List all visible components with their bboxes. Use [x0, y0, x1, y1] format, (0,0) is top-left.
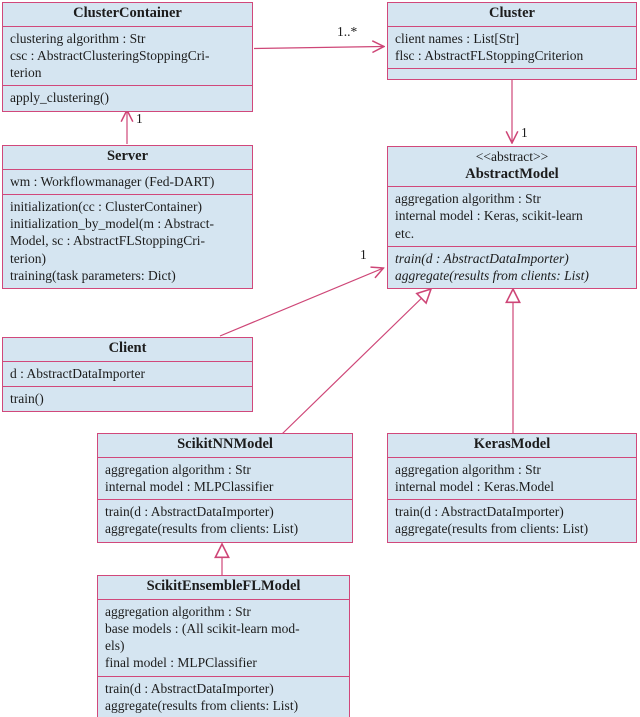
class-stereotype: <<abstract>> — [475, 149, 549, 164]
class-title: ScikitEnsembleFLModel — [146, 578, 301, 594]
multiplicity-cluster-model: 1 — [521, 125, 528, 140]
class-scikit-ensemble-fl-model: ScikitEnsembleFLModel aggregation algori… — [97, 575, 350, 717]
class-scikit-nn-model: ScikitNNModel aggregation algorithm : St… — [97, 433, 353, 543]
class-methods: train() — [3, 385, 252, 411]
class-attributes: aggregation algorithm : Str base models … — [98, 598, 349, 676]
class-attributes: clustering algorithm : Str csc : Abstrac… — [3, 25, 252, 86]
class-methods: train(d : AbstractDataImporter) aggregat… — [98, 499, 352, 542]
class-attributes: aggregation algorithm : Str internal mod… — [388, 456, 636, 500]
class-cluster: Cluster client names : List[Str] flsc : … — [387, 2, 637, 81]
edge-scikitnnmodel-inherits-abstractmodel — [281, 289, 431, 435]
class-title: <<abstract>> AbstractModel — [388, 147, 636, 186]
class-attributes: wm : Workflowmanager (Fed-DART) — [3, 168, 252, 194]
class-attributes: client names : List[Str] flsc : Abstract… — [388, 25, 636, 69]
multiplicity-server-container: 1 — [136, 111, 143, 126]
class-title: Cluster — [489, 5, 535, 21]
class-title: KerasModel — [473, 436, 551, 452]
class-methods: apply_clustering() — [3, 85, 252, 110]
class-title: Client — [108, 340, 147, 356]
class-attributes: aggregation algorithm : Str internal mod… — [388, 186, 636, 246]
class-abstract-model: <<abstract>> AbstractModel aggregation a… — [387, 146, 637, 290]
multiplicity-container-cluster: 1..* — [337, 24, 358, 39]
class-methods: train(d : AbstractDataImporter) aggregat… — [98, 675, 349, 717]
class-title: ClusterContainer — [73, 5, 182, 21]
class-cluster-container: ClusterContainer clustering algorithm : … — [2, 2, 253, 112]
class-name: AbstractModel — [465, 165, 559, 182]
class-keras-model: KerasModel aggregation algorithm : Str i… — [387, 433, 637, 543]
edge-clustercontainer-to-cluster — [253, 47, 384, 49]
class-server: Server wm : Workflowmanager (Fed-DART) i… — [2, 145, 253, 290]
class-methods: initialization(cc : ClusterContainer) in… — [3, 193, 252, 288]
class-attributes: aggregation algorithm : Str internal mod… — [98, 456, 352, 500]
class-methods: train(d : AbstractDataImporter) aggregat… — [388, 245, 636, 289]
class-methods-empty — [388, 68, 636, 79]
class-title: ScikitNNModel — [177, 436, 273, 452]
class-methods: train(d : AbstractDataImporter) aggregat… — [388, 499, 636, 542]
class-title: Server — [106, 148, 149, 164]
multiplicity-client-model: 1 — [360, 247, 367, 262]
class-client: Client d : AbstractDataImporter train() — [2, 337, 253, 413]
class-attributes: d : AbstractDataImporter — [3, 360, 252, 386]
